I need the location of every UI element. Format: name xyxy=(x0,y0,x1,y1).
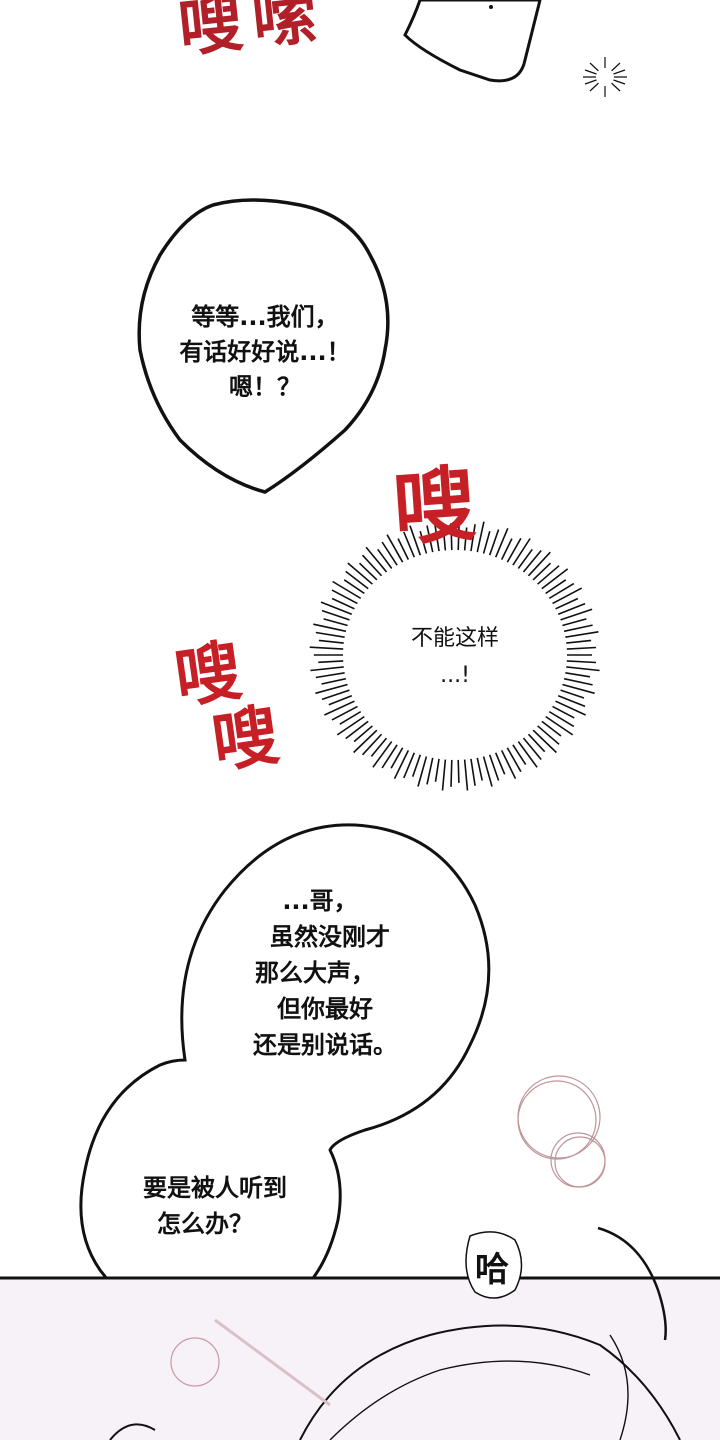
bubble-2-line: ...哥， xyxy=(282,887,358,915)
bubble-1-text: 等等...我们， 有话好好说...！ 嗯！？ xyxy=(150,300,380,404)
spark-icon xyxy=(583,57,627,97)
bubble-2-line: 还是别说话。 xyxy=(253,1031,397,1059)
burst-bubble-text: 不能这样 ...! xyxy=(370,620,540,695)
sfx-1-text: 嗖 xyxy=(390,457,479,558)
bubble-2-3-shape xyxy=(79,823,491,1362)
sfx-1: 嗖 xyxy=(389,437,479,561)
note-dot xyxy=(489,5,493,9)
bubble-1-shape xyxy=(137,198,390,494)
burst-line: 不能这样 xyxy=(410,626,499,651)
bubble-2-line: 但你最好 xyxy=(277,995,373,1023)
sfx-3-text: 哈 xyxy=(475,1250,509,1290)
sfx-2-char: 嗖 xyxy=(207,696,284,783)
bubble-2-text: ...哥， 虽然没刚才 那么大声， 但你最好 还是别说话。 xyxy=(225,883,435,1063)
bubble-1-line: 等等...我们， xyxy=(191,303,339,331)
bubble-1-line: 嗯！？ xyxy=(229,372,301,401)
hair-lines xyxy=(299,1324,681,1440)
sfx-2: 嗖 嗖 xyxy=(170,632,284,783)
sketch-circles xyxy=(517,1075,606,1188)
bubble-3-text: 要是被人听到 怎么办？ xyxy=(105,1170,325,1242)
bubble-3-line: 怎么办？ xyxy=(157,1210,253,1238)
bottom-panel xyxy=(0,1278,720,1440)
bubble-3-line: 要是被人听到 xyxy=(143,1174,287,1202)
burst-line: ...! xyxy=(440,663,470,689)
bubble-2-line: 那么大声， xyxy=(255,959,375,987)
sfx-3-blob xyxy=(465,1231,523,1299)
face-line xyxy=(597,1226,667,1341)
bubble-2-line: 虽然没刚才 xyxy=(270,923,390,951)
paper-note xyxy=(403,0,542,83)
bubble-1-line: 有话好好说...！ xyxy=(179,337,351,366)
burst-bubble-shape xyxy=(309,519,600,791)
sfx-3: 哈 xyxy=(462,1246,522,1295)
